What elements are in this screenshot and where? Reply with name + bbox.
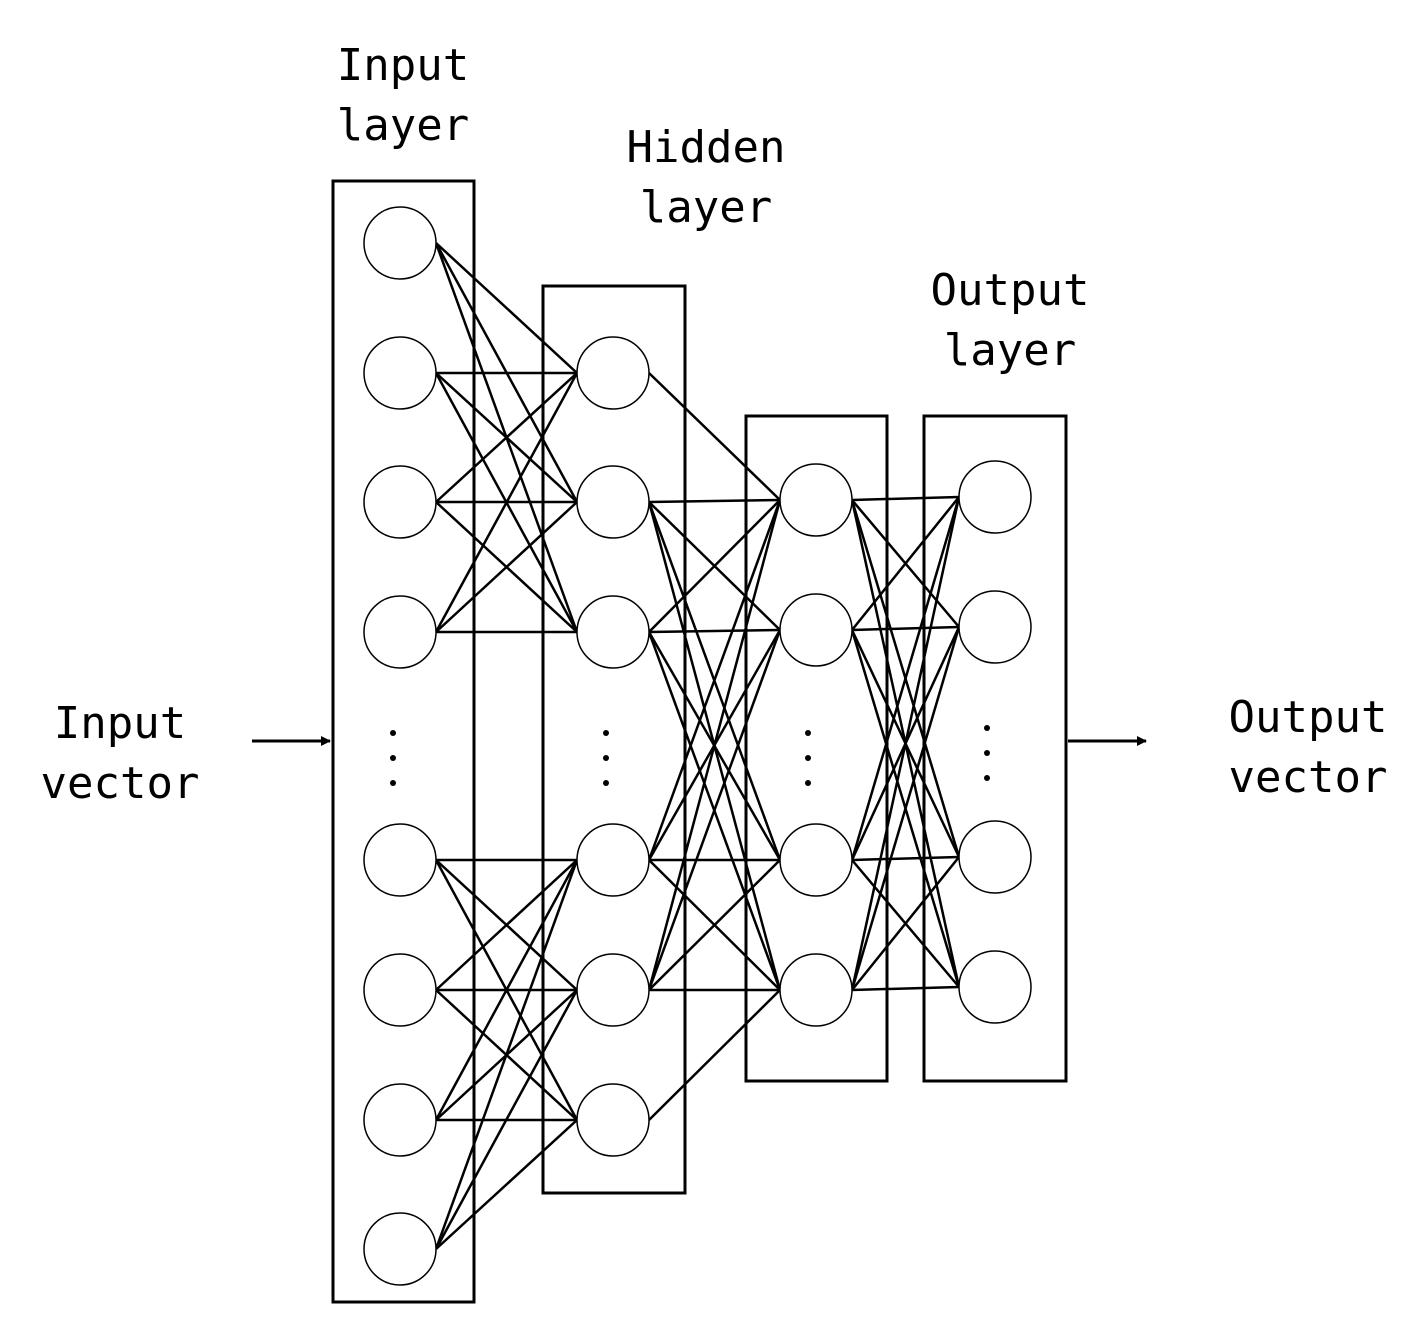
- connection-line: [435, 372, 578, 503]
- input-vector-label: Input: [54, 698, 186, 749]
- output-vector-label: vector: [1229, 752, 1388, 803]
- output-layer-neuron: [958, 950, 1032, 1024]
- input-layer-neuron: [363, 1083, 437, 1157]
- neurons: [363, 206, 1032, 1286]
- connection-line: [648, 859, 781, 991]
- connection-line: [647, 629, 782, 991]
- connection-line: [851, 496, 960, 631]
- hidden-layer-2-neuron: [779, 463, 853, 537]
- output-layer-neuron: [958, 820, 1032, 894]
- connection-line: [435, 859, 578, 991]
- connection-line: [434, 989, 579, 1250]
- connection-line: [851, 625, 960, 632]
- connection-line: [647, 499, 782, 991]
- connection-line: [434, 859, 579, 1250]
- hidden-layer-2-neuron: [779, 953, 853, 1027]
- connection-line: [850, 496, 961, 991]
- hidden-layer-1-box: [541, 284, 687, 1195]
- hidden-layer-1-neuron: [576, 595, 650, 669]
- output-layer-label: layer: [944, 325, 1076, 376]
- input-layer-neuron: [363, 465, 437, 539]
- output-layer-box: [922, 414, 1068, 1083]
- connection-line: [647, 499, 782, 861]
- connection-line: [435, 1119, 578, 1250]
- hidden-layer-1-neuron: [576, 953, 650, 1027]
- connection-line: [648, 498, 781, 504]
- connections: [434, 242, 961, 1250]
- output-layer-label: Output: [931, 265, 1090, 316]
- input-layer-neuron: [363, 1212, 437, 1286]
- connection-line: [434, 859, 579, 1121]
- input-layer-neuron: [363, 206, 437, 280]
- output-layer-neuron: [958, 460, 1032, 534]
- connection-line: [851, 495, 960, 502]
- connection-line: [851, 855, 960, 862]
- connection-line: [648, 989, 781, 1121]
- hidden-layer-1-neuron: [576, 1083, 650, 1157]
- hidden-layer-label: layer: [640, 182, 772, 233]
- hidden-layer-1-neuron: [576, 465, 650, 539]
- hidden-layer-1-neuron: [576, 336, 650, 410]
- connection-line: [850, 496, 961, 861]
- hidden-layer-label: Hidden: [627, 122, 786, 173]
- connection-line: [435, 501, 578, 633]
- input-layer-neuron: [363, 595, 437, 669]
- hidden-layer-2-box: [744, 414, 889, 1083]
- output-vector-label: Output: [1229, 692, 1388, 743]
- hidden-layer-1-neuron: [576, 823, 650, 897]
- hidden-layer-2-neuron: [779, 593, 853, 667]
- input-vector-label: vector: [41, 758, 200, 809]
- input-layer-neuron: [363, 953, 437, 1027]
- connection-line: [850, 626, 961, 991]
- output-layer-neuron: [958, 590, 1032, 664]
- connection-line: [851, 985, 960, 992]
- connection-line: [851, 856, 960, 991]
- connection-line: [648, 372, 781, 501]
- connection-line: [434, 372, 579, 633]
- input-layer-label: layer: [337, 100, 469, 151]
- connection-line: [648, 499, 781, 633]
- input-layer-neuron: [363, 823, 437, 897]
- connection-line: [648, 628, 781, 634]
- input-layer-neuron: [363, 336, 437, 410]
- connection-line: [435, 242, 578, 374]
- ellipsis-dots: [390, 725, 990, 786]
- input-layer-box: [331, 179, 476, 1304]
- input-layer-label: Input: [337, 40, 469, 91]
- hidden-layer-2-neuron: [779, 823, 853, 897]
